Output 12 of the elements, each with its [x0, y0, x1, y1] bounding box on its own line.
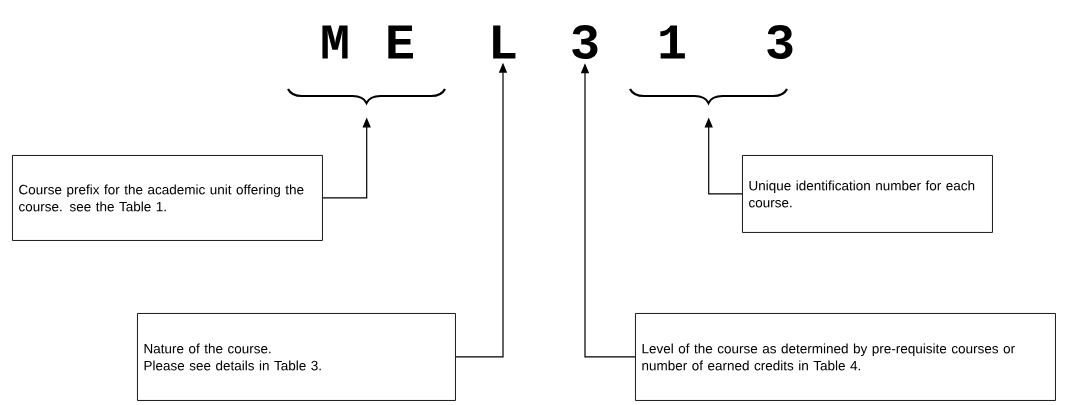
- code-letter: 1: [660, 25, 685, 59]
- code-letter: 3: [572, 25, 598, 59]
- callout-box: Nature of the course. Please see details in Table 3.: [137, 313, 456, 401]
- callout-box: Course prefix for the academic unit offering the course. see the Table 1.: [12, 155, 323, 241]
- code-letter: 3: [767, 25, 793, 59]
- callout-box: Level of the course as determined by pre-requisite courses or number of earned credits in Table 4.: [635, 313, 1056, 401]
- callout-box: Unique identification number for each course.: [742, 155, 993, 233]
- curly-brace: [287, 88, 446, 105]
- code-letter: E: [388, 25, 413, 59]
- curly-brace: [629, 88, 788, 105]
- code-letter: M: [322, 25, 348, 59]
- code-letter: L: [493, 25, 516, 59]
